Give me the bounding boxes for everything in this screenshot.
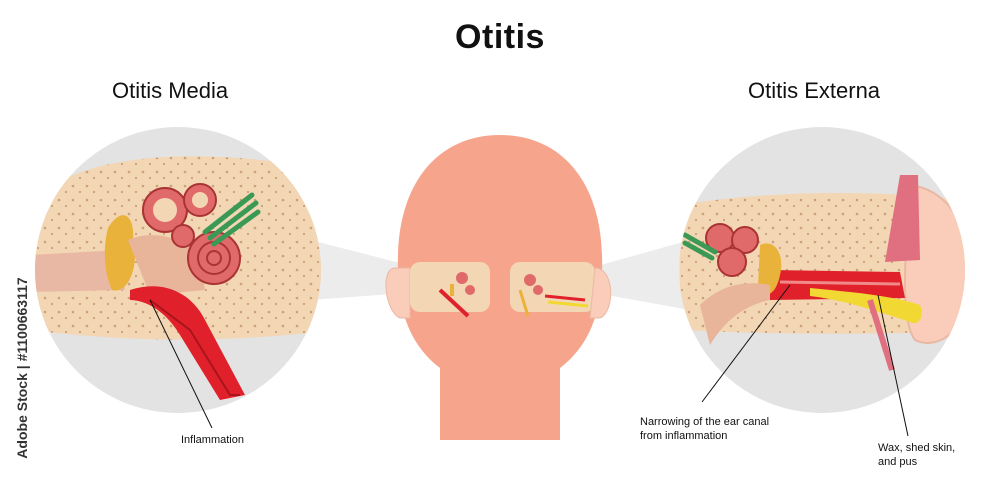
wax-label: Wax, shed skin, and pus bbox=[878, 441, 988, 469]
wax-label-line1: Wax, shed skin, bbox=[878, 442, 956, 454]
head-right-ear bbox=[510, 262, 612, 319]
zoom-cone-right bbox=[590, 240, 690, 310]
inflammation-label: Inflammation bbox=[181, 434, 244, 446]
inflammation-pointer-line bbox=[149, 299, 213, 429]
narrowing-label-line2: from inflammation bbox=[640, 430, 728, 442]
wax-pointer-line bbox=[877, 294, 909, 437]
narrowing-label: Narrowing of the ear canal from inflamma… bbox=[640, 415, 810, 443]
narrowing-label-line1: Narrowing of the ear canal bbox=[640, 416, 770, 428]
stock-watermark-side: Adobe Stock | #1100663117 bbox=[2, 262, 32, 482]
head-left-ear bbox=[385, 262, 490, 319]
wax-label-line2: and pus bbox=[878, 456, 918, 468]
head-shape bbox=[397, 135, 603, 440]
otitis-externa-title: Otitis Externa bbox=[748, 78, 881, 103]
diagram-title: Otitis bbox=[455, 18, 545, 56]
otitis-externa-circle bbox=[679, 127, 965, 413]
stock-id-text: Adobe Stock | #1100663117 bbox=[14, 277, 30, 459]
narrowing-pointer-line bbox=[701, 284, 791, 403]
head-back-view bbox=[385, 135, 612, 440]
otitis-media-title: Otitis Media bbox=[112, 78, 229, 103]
otitis-media-circle bbox=[35, 127, 321, 413]
